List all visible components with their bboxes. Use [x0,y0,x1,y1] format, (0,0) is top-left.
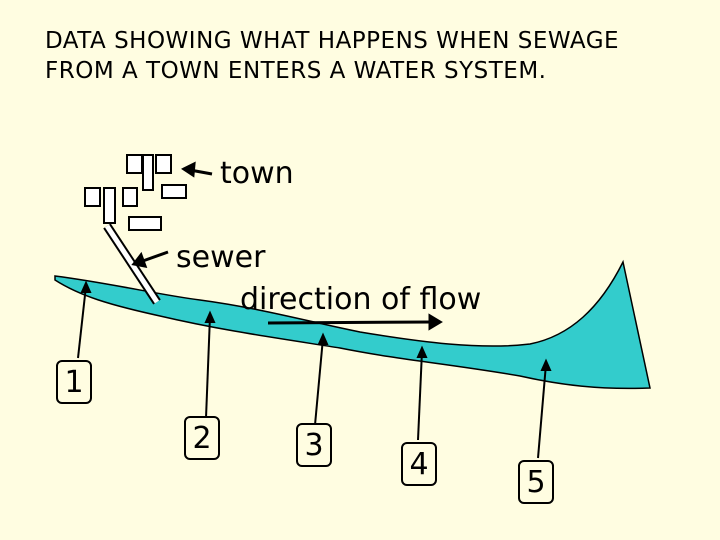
site-4-pointer [417,350,423,441]
title-line-2: FROM A TOWN ENTERS A WATER SYSTEM. [45,58,547,84]
flow-direction-label: direction of flow [240,282,482,317]
town-buildings-icon [84,154,187,231]
river [54,259,651,390]
site-3-pointer [314,337,324,426]
title-line-1: DATA SHOWING WHAT HAPPENS WHEN SEWAGE [45,28,620,54]
site-5-label: 5 [518,460,554,504]
site-2-pointer [205,315,211,419]
site-5-pointer [537,363,547,459]
site-1-label: 1 [56,360,92,404]
sewer-arrowhead [131,251,148,268]
town-arrowhead [181,161,196,178]
flow-arrowhead [428,313,443,331]
site-2-label: 2 [184,416,220,460]
site-3-label: 3 [296,423,332,467]
sewer-label: sewer [176,240,266,275]
site-4-label: 4 [401,442,437,486]
sewer-pipe [103,223,161,305]
diagram-title: DATA SHOWING WHAT HAPPENS WHEN SEWAGE FR… [45,26,619,86]
flow-arrow [267,320,433,325]
sewer-arrow [139,250,169,264]
town-label: town [220,156,294,191]
site-1-pointer [77,285,87,359]
